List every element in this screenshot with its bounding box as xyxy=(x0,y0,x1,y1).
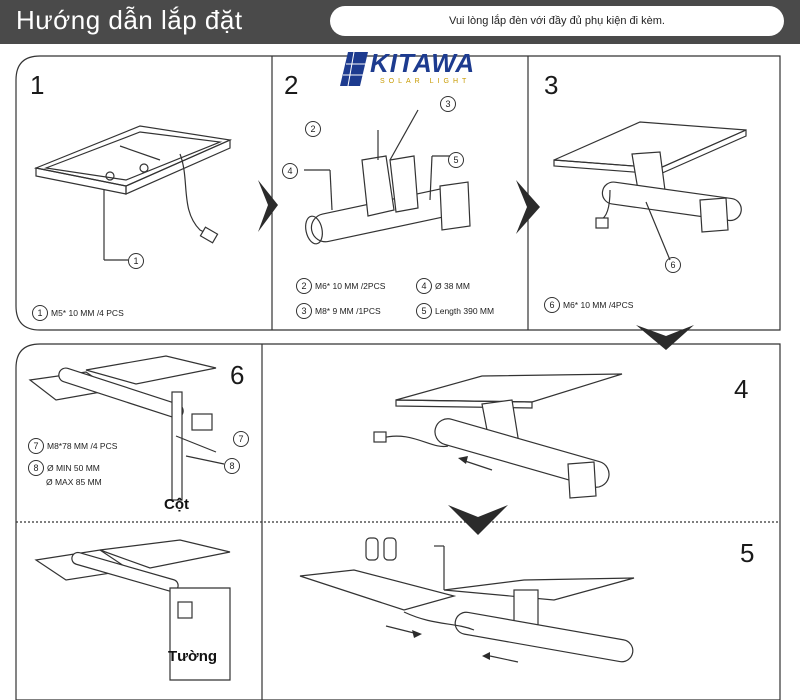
step-6-marker-7: 7 xyxy=(233,431,252,447)
step-1-number: 1 xyxy=(30,70,45,100)
brand-logo: KITAWA SOLAR LIGHT xyxy=(340,48,490,94)
step-6-spec-8b: Ø MAX 85 MM xyxy=(46,477,102,487)
step-2-marker-2: 2 xyxy=(305,121,324,137)
brand-name: KITAWA xyxy=(370,48,476,78)
page-title: Hướng dẫn lắp đặt xyxy=(16,5,243,35)
arrow-2-3 xyxy=(516,180,540,234)
step-3-assembly-drawing xyxy=(553,121,747,261)
step-5-connection-drawing xyxy=(299,537,635,663)
step-4-number: 4 xyxy=(734,374,749,404)
pole-label: Cột xyxy=(164,496,189,513)
step-2-marker-3: 3 xyxy=(440,96,459,112)
step-5-number: 5 xyxy=(740,538,755,568)
step-2-bracket-drawing xyxy=(304,109,471,245)
header-bar: Hướng dẫn lắp đặt Vui lòng lắp đèn với đ… xyxy=(0,0,800,44)
step-1-solar-panel-drawing xyxy=(33,125,233,261)
step-2-marker-5: 5 xyxy=(448,152,467,168)
step-3-number: 3 xyxy=(544,70,559,100)
arrow-3-4 xyxy=(636,325,694,350)
solar-panel-logo-icon xyxy=(340,51,368,87)
step-3-marker-6: 6 xyxy=(665,257,684,273)
brand-tagline: SOLAR LIGHT xyxy=(380,78,471,85)
wall-label: Tường xyxy=(168,648,218,665)
step-2-number: 2 xyxy=(284,70,299,100)
step-6-pole-drawing xyxy=(28,355,225,501)
step-1-callout-marker: 1 xyxy=(128,253,147,269)
wall-mount-drawing xyxy=(34,539,231,681)
step-4-mounting-drawing xyxy=(373,373,623,499)
arrow-4-5 xyxy=(448,505,508,535)
step-6-marker-8: 8 xyxy=(224,458,243,474)
arrow-1-2 xyxy=(258,180,278,232)
step-6-number: 6 xyxy=(230,360,245,390)
step-2-marker-4: 4 xyxy=(282,163,301,179)
header-note: Vui lòng lắp đèn với đầy đủ phụ kiện đi … xyxy=(330,6,784,36)
